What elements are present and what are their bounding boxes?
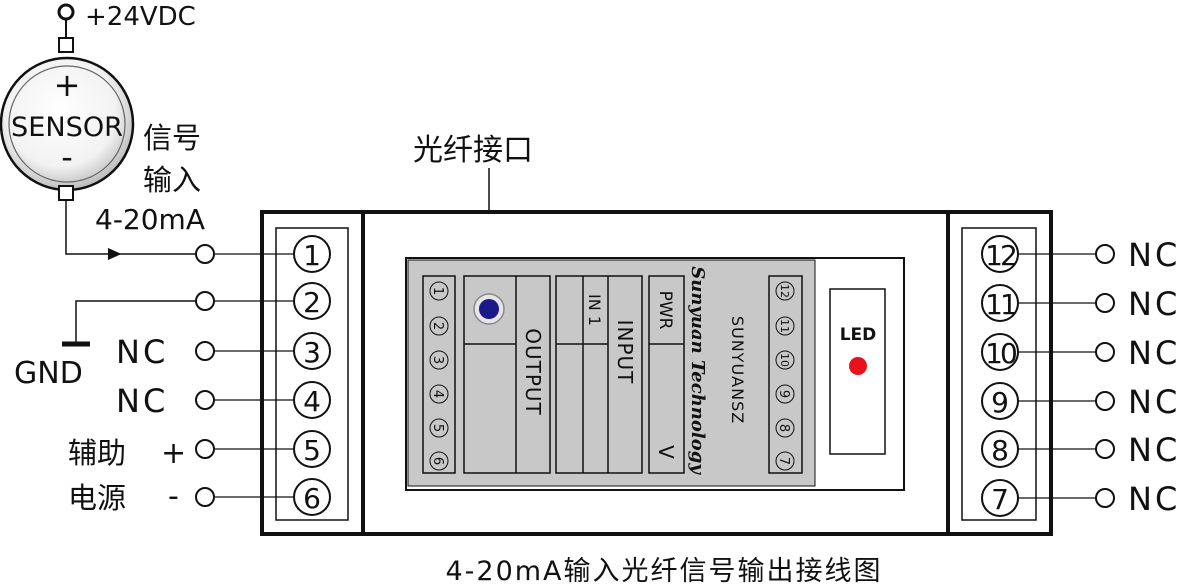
left-terminals: NC NC 1 2 3 4 5 6 [116, 235, 331, 516]
diagram-caption: 4-20mA输入光纤信号输出接线图 [445, 556, 882, 587]
terminal-7-connector [1095, 488, 1115, 508]
aux-label-line1: 辅助 [68, 436, 126, 470]
terminal-5-number: 5 [303, 434, 321, 467]
terminal-5-number-circle [293, 430, 331, 468]
terminal-1-connector [195, 244, 215, 264]
output-label: OUTPUT [521, 328, 545, 416]
terminal-11-number-circle [981, 284, 1019, 322]
terminal-3-number: 3 [303, 336, 321, 369]
aux-plus: + [161, 436, 186, 471]
panel-pin-9: 9 [776, 390, 791, 398]
terminal-12-number: 12 [985, 239, 1016, 272]
led-indicator-icon [849, 357, 867, 375]
model-text: SUNYUANSZ [728, 316, 747, 424]
terminal-4-label: NC [116, 382, 168, 420]
panel-pin-8: 8 [776, 424, 791, 432]
terminal-6-number-circle [293, 478, 331, 516]
panel-pin-12: 12 [778, 284, 791, 298]
terminal-12-connector [1095, 244, 1115, 264]
terminal-4-number-circle [293, 381, 331, 419]
terminal-8-number: 8 [991, 434, 1009, 467]
signal-range: 4-20mA [95, 203, 205, 236]
led-label: LED [840, 325, 877, 345]
fiber-label: 光纤接口 [413, 133, 533, 168]
brand-text: Sunyuan Technology [687, 266, 708, 475]
panel-pin-6: 6 [430, 457, 445, 465]
gnd-wire [75, 300, 196, 342]
panel-pin-11: 11 [778, 319, 791, 333]
right-terminals: 12 11 10 9 8 7 NC NC NC NC NC NC [981, 235, 1180, 518]
panel-pin-2: 2 [430, 322, 445, 330]
panel-pin-3: 3 [430, 356, 445, 364]
terminal-12-label: NC [1128, 236, 1180, 274]
v-label: V [654, 445, 678, 459]
terminal-3-label: NC [116, 333, 168, 371]
terminal-8-label: NC [1128, 431, 1180, 469]
terminal-7-number: 7 [991, 483, 1009, 516]
gnd-label: GND [14, 356, 83, 391]
terminal-6-connector [195, 487, 215, 507]
panel-right-pins: 12 11 10 9 8 7 [775, 281, 795, 471]
sensor-minus: - [61, 138, 73, 176]
terminal-6-number: 6 [303, 482, 321, 515]
terminal-2-number: 2 [303, 286, 321, 319]
sensor: + SENSOR - [0, 3, 135, 201]
panel-left-pins: 1 2 3 4 5 6 [429, 281, 449, 471]
terminal-8-number-circle [981, 430, 1019, 468]
terminal-11-connector [1095, 293, 1115, 313]
terminal-11-label: NC [1128, 285, 1180, 323]
terminal-1-number-circle [293, 235, 331, 273]
terminal-10-connector [1095, 342, 1115, 362]
terminal-2-number-circle [293, 282, 331, 320]
terminal-10-number-circle [981, 333, 1019, 371]
terminal-12-number-circle [981, 235, 1019, 273]
terminal-7-label: NC [1128, 480, 1180, 518]
input-label: INPUT [613, 320, 637, 385]
terminal-9-number-circle [981, 382, 1019, 420]
terminal-10-label: NC [1128, 334, 1180, 372]
terminal-11-number: 11 [985, 288, 1016, 321]
terminal-7-number-circle [981, 479, 1019, 517]
pwr-label: PWR [655, 291, 675, 330]
terminal-4-number: 4 [303, 385, 321, 418]
terminal-5-connector [195, 439, 215, 459]
power-terminal-icon [57, 3, 75, 21]
terminal-10-number: 10 [985, 337, 1016, 370]
panel-pin-7: 7 [776, 457, 791, 465]
signal-label-line1: 信号 [143, 121, 201, 155]
terminal-1-number: 1 [303, 239, 321, 272]
aux-minus: - [168, 479, 179, 514]
aux-label-line2: 电源 [68, 481, 126, 515]
panel-pin-10: 10 [778, 353, 791, 367]
terminal-9-label: NC [1128, 383, 1180, 421]
terminal-9-number: 9 [991, 386, 1009, 419]
terminal-3-connector [195, 341, 215, 361]
terminal-8-connector [1095, 439, 1115, 459]
sensor-plus: + [54, 66, 81, 104]
signal-label-line2: 输入 [143, 163, 201, 197]
terminal-3-number-circle [293, 332, 331, 370]
power-label: +24VDC [85, 2, 196, 32]
in1-label: IN 1 [585, 294, 604, 326]
panel-pin-5: 5 [430, 424, 445, 432]
terminal-2-connector [195, 291, 215, 311]
pwr-section [648, 275, 685, 474]
terminal-9-connector [1095, 391, 1115, 411]
sensor-label: SENSOR [11, 112, 123, 143]
fiber-port-icon [479, 299, 499, 319]
input-section [555, 275, 643, 474]
terminal-4-connector [195, 390, 215, 410]
panel-pin-4: 4 [430, 390, 445, 398]
signal-wire [65, 200, 122, 260]
panel-pin-1: 1 [430, 287, 445, 295]
